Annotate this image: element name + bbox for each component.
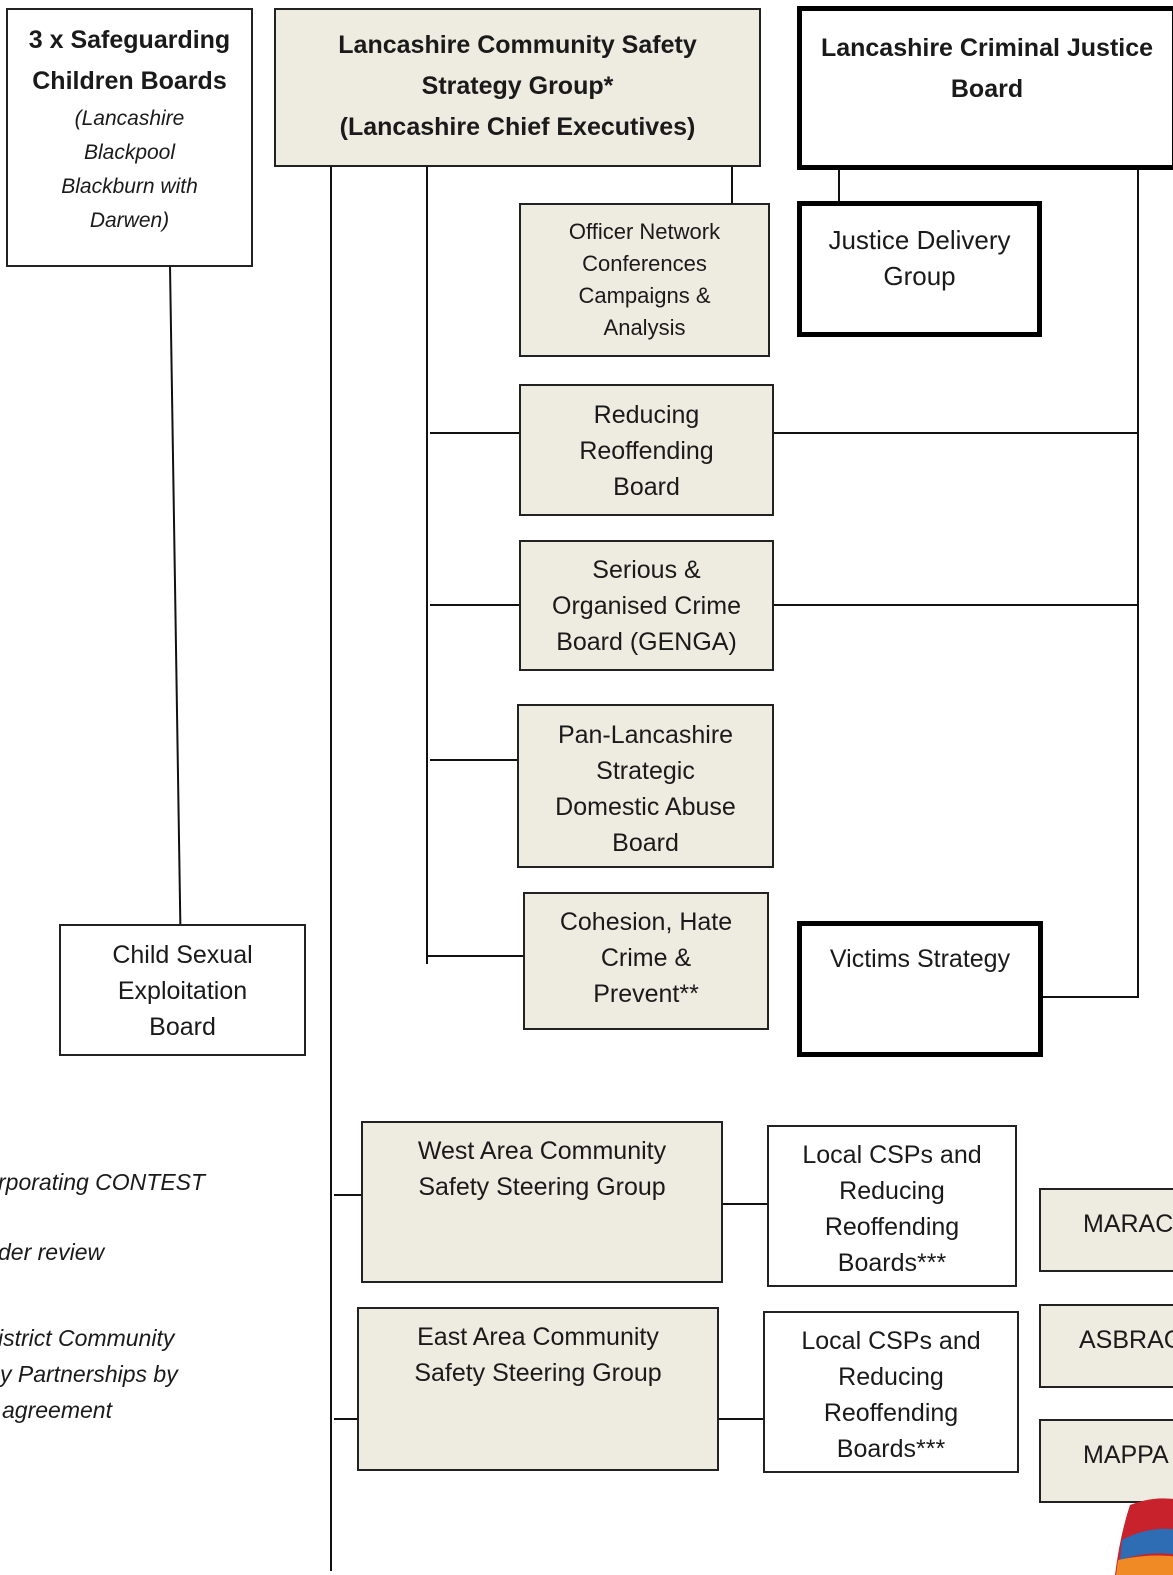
connector-line <box>428 955 524 957</box>
box-text-line: Board <box>149 1013 216 1041</box>
box-text-line: Crime & <box>600 944 692 972</box>
criminal-justice-board-box: Lancashire Criminal Justice Board <box>797 6 1173 170</box>
safeguarding-children-boards-box: 3 x Safeguarding Children Boards (Lancas… <box>6 8 253 267</box>
serious-organised-crime-board-box: Serious & Organised Crime Board (GENGA) <box>519 540 774 671</box>
footnote-review: der review <box>0 1239 105 1265</box>
box-text-line: Reoffending <box>579 437 714 465</box>
box-text-line: Board (GENGA) <box>556 628 737 656</box>
box-text-line: West Area Community <box>417 1137 667 1165</box>
connector-line <box>838 168 840 204</box>
box-title-line: (Lancashire Chief Executives) <box>339 113 696 141</box>
box-subtitle-line: Blackburn with <box>61 175 198 198</box>
box-text-line: Safety Steering Group <box>418 1173 666 1201</box>
box-text-line: Reoffending <box>824 1213 960 1241</box>
box-text-line: Domestic Abuse <box>555 793 736 821</box>
connector-line <box>430 604 520 606</box>
local-csps-west-box: Local CSPs and Reducing Reoffending Boar… <box>767 1125 1017 1287</box>
box-title-line: Strategy Group* <box>421 72 614 100</box>
marac-box: MARAC <box>1039 1188 1173 1272</box>
connector-line <box>720 1203 768 1205</box>
officer-network-box: Officer Network Conferences Campaigns & … <box>519 203 770 357</box>
box-text-line: Campaigns & <box>578 283 711 308</box>
box-title-line: Children Boards <box>32 67 227 95</box>
box-subtitle-line: Darwen) <box>89 209 170 232</box>
mappa-box: MAPPA <box>1039 1419 1173 1503</box>
decorative-logo-graphic <box>1115 1498 1173 1575</box>
box-text-line: East Area Community <box>417 1323 659 1351</box>
box-subtitle-line: (Lancashire <box>74 107 185 130</box>
box-text-line: Strategic <box>596 757 695 785</box>
connector-line <box>430 432 520 434</box>
box-text-line: Boards*** <box>837 1249 947 1277</box>
box-title-line: Board <box>950 75 1024 103</box>
connector-line <box>169 265 182 926</box>
child-sexual-exploitation-board-box: Child Sexual Exploitation Board <box>59 924 306 1056</box>
community-safety-strategy-group-box: Lancashire Community Safety Strategy Gro… <box>274 8 761 167</box>
asbrac-box: ASBRAC <box>1039 1304 1173 1388</box>
connector-line <box>330 166 332 1571</box>
box-text-line: Cohesion, Hate <box>559 908 733 936</box>
connector-line <box>731 166 733 204</box>
box-text-line: Prevent** <box>593 980 699 1008</box>
box-text-line: Board <box>612 829 679 857</box>
cohesion-hate-crime-prevent-box: Cohesion, Hate Crime & Prevent** <box>523 892 769 1030</box>
box-text-line: Child Sexual <box>112 941 253 969</box>
box-text-line: Officer Network <box>568 219 721 244</box>
box-text-line: Analysis <box>603 315 686 340</box>
footnote-district-line: y Partnerships by <box>0 1361 178 1387</box>
west-area-steering-group-box: West Area Community Safety Steering Grou… <box>361 1121 723 1283</box>
box-text-line: Victims Strategy <box>829 945 1011 973</box>
box-text-line: Reducing <box>838 1363 944 1391</box>
connector-line <box>1137 168 1139 998</box>
connector-line <box>716 1418 764 1420</box>
box-text-line: Serious & <box>592 556 701 584</box>
box-title-line: Lancashire Criminal Justice <box>820 34 1154 62</box>
local-csps-east-box: Local CSPs and Reducing Reoffending Boar… <box>763 1311 1019 1473</box>
east-area-steering-group-box: East Area Community Safety Steering Grou… <box>357 1307 719 1471</box>
box-text-line: ASBRAC <box>1079 1326 1173 1354</box>
box-text-line: Reoffending <box>823 1399 959 1427</box>
footnote-district-line: istrict Community <box>0 1325 175 1351</box>
box-title-line: 3 x Safeguarding <box>28 26 231 54</box>
box-text-line: Safety Steering Group <box>414 1359 662 1387</box>
box-title-line: Lancashire Community Safety <box>338 31 697 59</box>
connector-line <box>772 604 1138 606</box>
box-text-line: Pan-Lancashire <box>557 721 734 749</box>
domestic-abuse-board-box: Pan-Lancashire Strategic Domestic Abuse … <box>517 704 774 868</box>
box-text-line: Conferences <box>582 251 707 276</box>
victims-strategy-box: Victims Strategy <box>797 921 1043 1057</box>
box-subtitle-line: Blackpool <box>83 141 176 164</box>
connector-line <box>334 1194 362 1196</box>
box-text-line: Reducing <box>839 1177 945 1205</box>
box-text-line: Boards*** <box>836 1435 946 1463</box>
connector-line <box>1040 996 1138 998</box>
connector-line <box>770 432 1138 434</box>
box-text-line: Exploitation <box>117 977 248 1005</box>
box-text-line: Organised Crime <box>552 592 741 620</box>
reducing-reoffending-board-box: Reducing Reoffending Board <box>519 384 774 516</box>
box-text-line: Reducing <box>593 401 700 429</box>
box-text-line: Local CSPs and <box>801 1327 981 1355</box>
connector-line <box>430 759 520 761</box>
connector-line <box>426 166 428 964</box>
box-text-line: MAPPA <box>1083 1441 1169 1469</box>
justice-delivery-group-box: Justice Delivery Group <box>797 201 1042 337</box>
footnote-district-line: agreement <box>2 1397 112 1423</box>
box-text-line: Local CSPs and <box>802 1141 982 1169</box>
connector-line <box>334 1418 360 1420</box>
box-text-line: MARAC <box>1083 1210 1173 1238</box>
box-text-line: Group <box>883 261 956 291</box>
footnote-contest: rporating CONTEST <box>0 1169 206 1195</box>
box-text-line: Justice Delivery <box>828 225 1011 255</box>
box-text-line: Board <box>613 473 680 501</box>
